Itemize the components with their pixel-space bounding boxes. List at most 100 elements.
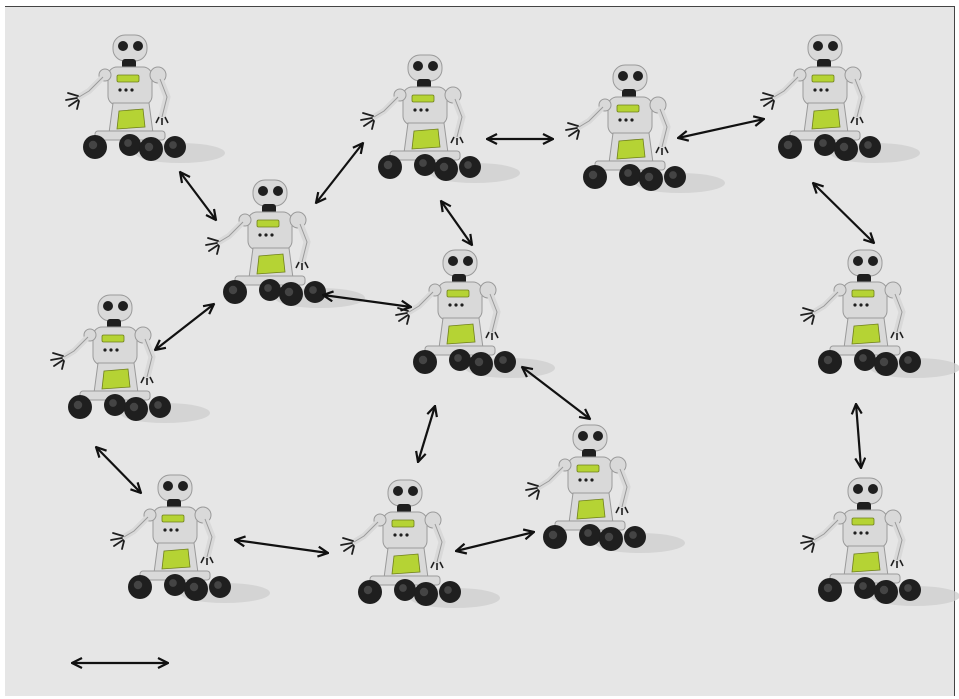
robot-wheel-hub <box>309 286 317 294</box>
robot-eye-left <box>413 61 423 71</box>
robot-button <box>448 303 452 307</box>
robot-gripper-left <box>205 237 220 255</box>
robot-button <box>584 478 588 482</box>
robot-wheel-hub <box>839 142 849 152</box>
robot-arm-left-edge <box>63 336 89 358</box>
robot-icon <box>525 424 685 553</box>
robot-button <box>859 303 863 307</box>
robot-arm-left-edge <box>218 221 244 243</box>
robot-button <box>413 108 417 112</box>
robot-tray <box>116 108 146 130</box>
robot-arm-left-edge <box>538 466 564 488</box>
robot-arm-right-edge <box>489 293 498 333</box>
robot-eye-right <box>463 256 473 266</box>
robot-torso <box>437 281 483 321</box>
robot-torso <box>92 326 138 366</box>
robot-gripper-right <box>890 559 904 568</box>
robot-arm-right-edge <box>894 293 903 333</box>
robot-screen <box>256 219 280 228</box>
robot-icon <box>65 34 225 163</box>
robot-tray <box>391 553 421 575</box>
robot-button <box>590 478 594 482</box>
robot-gripper-right <box>450 136 464 145</box>
robot-eye-right <box>633 71 643 81</box>
robot-button <box>115 348 119 352</box>
robot-torso <box>382 511 428 551</box>
robot-button <box>103 348 107 352</box>
robot-tray <box>851 551 881 573</box>
robot-screen <box>616 104 640 113</box>
robot-gripper-left <box>65 92 80 110</box>
robot-gripper-right <box>155 116 169 125</box>
robot-wheel-hub <box>474 357 484 367</box>
robot-arm-right-edge <box>204 518 213 558</box>
robot-eye-left <box>448 256 458 266</box>
robot-wheel-hub <box>189 582 199 592</box>
robot-wheel-hub <box>133 580 143 590</box>
robot-wheel-hub <box>154 401 162 409</box>
bidirectional-arrow <box>155 304 214 350</box>
robot-eye-right <box>133 41 143 51</box>
robot-arm-left-edge <box>813 291 839 313</box>
robot-button <box>393 533 397 537</box>
robot-arm-right-edge <box>434 523 443 563</box>
robot-button <box>169 528 173 532</box>
robot-gripper-left <box>360 112 375 130</box>
robot-icon <box>110 474 270 603</box>
robot-torso <box>842 509 888 549</box>
robot-gripper-left <box>340 537 355 555</box>
robot-arm-right-edge <box>894 521 903 561</box>
robot-button <box>163 528 167 532</box>
robot-button <box>859 531 863 535</box>
bidirectional-arrow <box>856 404 861 468</box>
robot-icon <box>205 179 365 308</box>
robot-torso <box>842 281 888 321</box>
robot-gripper-left <box>760 92 775 110</box>
robot-gripper-right <box>655 146 669 155</box>
robot-wheel-hub <box>629 531 637 539</box>
robot-eye-right <box>273 186 283 196</box>
robot-tray <box>616 138 646 160</box>
robot-eye-left <box>103 301 113 311</box>
robot-eye-right <box>428 61 438 71</box>
robot-tray <box>411 128 441 150</box>
robot-gripper-left <box>800 535 815 553</box>
robot-button <box>813 88 817 92</box>
robot-arm-right-edge <box>159 78 168 118</box>
robot-eye-left <box>258 186 268 196</box>
robot-wheel-hub <box>783 140 793 150</box>
robot-torso <box>247 211 293 251</box>
robot-eye-left <box>118 41 128 51</box>
robot-eye-left <box>578 431 588 441</box>
robot-wheel-hub <box>419 587 429 597</box>
robot-tray <box>576 498 606 520</box>
robot-wheel-hub <box>129 402 139 412</box>
robot-wheel-hub <box>284 287 294 297</box>
robot-wheel-hub <box>383 160 393 170</box>
robot-wheel-hub <box>419 159 427 167</box>
robot-tray <box>256 253 286 275</box>
robot-gripper-right <box>615 506 629 515</box>
robot-arm-left-edge <box>773 76 799 98</box>
robot-screen <box>411 94 435 103</box>
robot-wheel-hub <box>588 170 598 180</box>
robot-eye-left <box>813 41 823 51</box>
bidirectional-arrow <box>418 406 435 462</box>
robot-wheel-hub <box>904 584 912 592</box>
robot-button <box>419 108 423 112</box>
robot-wheel-hub <box>859 354 867 362</box>
robot-torso <box>802 66 848 106</box>
robot-button <box>618 118 622 122</box>
robot-eye-left <box>853 484 863 494</box>
robot-wheel-hub <box>464 161 472 169</box>
robot-button <box>578 478 582 482</box>
robot-wheel-hub <box>644 172 654 182</box>
robot-tray <box>161 548 191 570</box>
robot-eye-right <box>868 484 878 494</box>
robot-button <box>124 88 128 92</box>
robot-tray <box>811 108 841 130</box>
robot-wheel-hub <box>144 142 154 152</box>
robot-tray <box>101 368 131 390</box>
robot-wheel-hub <box>169 141 177 149</box>
robot-wheel-hub <box>109 399 117 407</box>
